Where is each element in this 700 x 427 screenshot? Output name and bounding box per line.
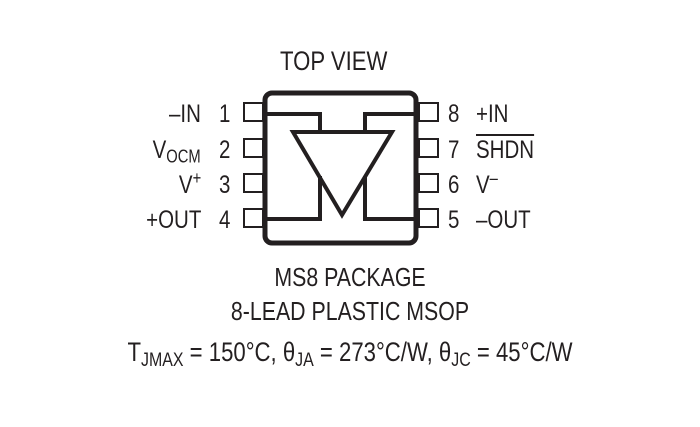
pin-1-label: –IN bbox=[169, 100, 201, 128]
pin-8-label: +IN bbox=[476, 100, 509, 128]
pin-2-label: VOCM bbox=[152, 136, 201, 167]
pin-pad-6 bbox=[418, 173, 439, 193]
wire-positive-output bbox=[266, 176, 322, 221]
pin-pad-2 bbox=[243, 138, 264, 158]
pin-5-number: 5 bbox=[448, 206, 460, 234]
pin-pad-5 bbox=[418, 208, 439, 228]
pin-pad-1 bbox=[243, 102, 264, 122]
pin-3-number: 3 bbox=[219, 171, 231, 199]
pin-7-number: 7 bbox=[448, 136, 460, 164]
pin-1-number: 1 bbox=[219, 100, 231, 128]
wire-noninverting-input bbox=[363, 112, 414, 132]
package-body-outline bbox=[262, 90, 419, 246]
pin-6-label: V– bbox=[476, 168, 498, 199]
wire-inverting-input bbox=[266, 112, 322, 132]
amplifier-triangle-icon bbox=[289, 130, 396, 219]
thermal-specs: TJMAX = 150°C, θJA = 273°C/W, θJC = 45°C… bbox=[127, 337, 573, 371]
pin-6-number: 6 bbox=[448, 171, 460, 199]
pin-pad-8 bbox=[418, 102, 439, 122]
pin-7-label: SHDN bbox=[476, 136, 535, 164]
diagram-title: TOP VIEW bbox=[280, 46, 388, 76]
pin-4-number: 4 bbox=[219, 206, 231, 234]
right-pin-pads bbox=[418, 102, 439, 228]
pin-3-label: V+ bbox=[178, 168, 201, 199]
internal-wiring bbox=[266, 112, 414, 221]
wire-negative-output bbox=[363, 176, 414, 221]
package-name: MS8 PACKAGE bbox=[274, 262, 426, 292]
pin-pad-3 bbox=[243, 173, 264, 193]
pin-2-number: 2 bbox=[219, 136, 231, 164]
pin-pad-7 bbox=[418, 138, 439, 158]
left-pin-pads bbox=[243, 102, 264, 228]
pin-4-label: +OUT bbox=[145, 206, 201, 234]
pin-pad-4 bbox=[243, 208, 264, 228]
package-description: 8-LEAD PLASTIC MSOP bbox=[230, 296, 470, 326]
pin-8-number: 8 bbox=[448, 100, 460, 128]
pin-5-label: –OUT bbox=[476, 206, 531, 234]
